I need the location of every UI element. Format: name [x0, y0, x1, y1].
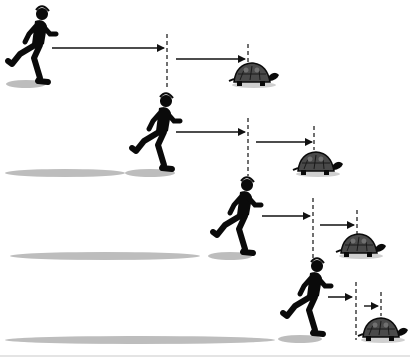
ground-shadow [5, 169, 125, 177]
ground-shadow [5, 336, 275, 344]
row-2 [5, 93, 343, 177]
row-3 [10, 177, 386, 260]
tortoise-figure [293, 152, 343, 175]
tortoise-figure [229, 63, 279, 86]
runner-figure [132, 93, 180, 169]
runner-figure [8, 6, 56, 82]
tortoise-figure [358, 318, 408, 341]
row-1 [6, 6, 279, 88]
tortoise-figure [336, 234, 386, 257]
row-4 [5, 258, 408, 344]
runner-figure [213, 177, 261, 253]
ground-shadow [10, 252, 200, 260]
runner-figure [283, 258, 331, 334]
